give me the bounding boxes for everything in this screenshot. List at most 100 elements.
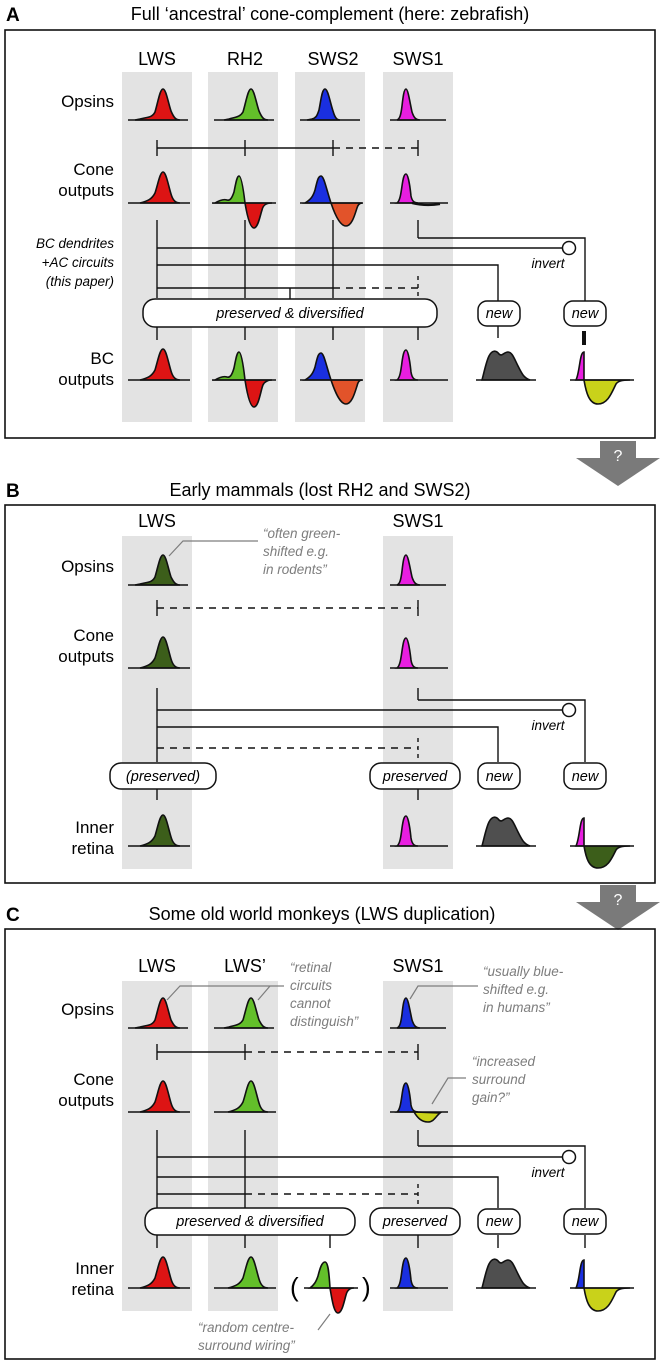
pill-new-1-label: new — [486, 769, 514, 785]
bc-rh2-surround — [244, 379, 273, 408]
pill-preserved-diversified-label: preserved & diversified — [215, 306, 364, 322]
opsin-curves — [128, 88, 446, 121]
opsin-lws-curve — [134, 88, 181, 121]
output-drops — [156, 327, 419, 340]
row-label-outputs: outputs — [58, 181, 114, 200]
invert-label: invert — [531, 718, 565, 733]
svg-text:“retinal: “retinal — [290, 960, 332, 975]
column-label-lws: LWS — [138, 511, 176, 531]
row-label-opsins: Opsins — [61, 1000, 114, 1019]
pill-preserved-right-label: preserved — [382, 1214, 448, 1230]
pill-preserved-right-label: preserved — [382, 769, 448, 785]
pill-new-1: new — [477, 762, 521, 790]
cone-coupling — [156, 140, 419, 156]
svg-text:gain?”: gain?” — [472, 1090, 510, 1105]
svg-text:“random centre-: “random centre- — [198, 1320, 295, 1335]
annotation-leader — [168, 540, 258, 557]
invert-label: invert — [531, 1165, 565, 1180]
bc-sws2-center — [302, 352, 333, 381]
panel-b: B Early mammals (lost RH2 and SWS2) LWS … — [4, 480, 656, 884]
svg-text:circuits: circuits — [290, 978, 332, 993]
panel-c-letter: C — [6, 905, 20, 926]
row-label-inner: Inner — [75, 1259, 114, 1278]
pill-preserved-left-label: (preserved) — [126, 769, 200, 785]
svg-text:in humans”: in humans” — [483, 1000, 550, 1015]
panel-a-title: Full ‘ancestral’ cone-complement (here: … — [131, 4, 530, 24]
cone-coupling — [156, 1044, 419, 1060]
cone-output-rh2-center — [212, 175, 246, 204]
svg-text:surround: surround — [472, 1072, 526, 1087]
row-label-cone: Cone — [73, 626, 114, 645]
cone-output-curves — [128, 1080, 448, 1123]
invert-node — [561, 1149, 577, 1165]
cone-output-curves — [128, 171, 448, 229]
circuit-note-2: +AC circuits — [42, 255, 115, 270]
column-bands — [122, 72, 453, 422]
panel-c-frame — [4, 928, 656, 1360]
pill-new-1: new — [477, 300, 521, 327]
circuit-note-1: BC dendrites — [36, 236, 114, 251]
svg-text:distinguish”: distinguish” — [290, 1014, 359, 1029]
bc-rh2-center — [212, 351, 246, 381]
row-label-bc-outputs: outputs — [58, 370, 114, 389]
column-label-sws1: SWS1 — [392, 956, 443, 976]
circuit-wiring — [156, 220, 586, 338]
invert-node — [561, 702, 577, 718]
pill-new-2: new — [563, 1208, 607, 1235]
panel-c-title: Some old world monkeys (LWS duplication) — [149, 904, 496, 924]
panel-b-letter: B — [6, 481, 20, 502]
bc-new-inverted-surround — [583, 379, 631, 405]
transition-arrow-2-label: ? — [614, 892, 623, 909]
pill-preserved-right: preserved — [369, 762, 461, 790]
pill-preserved-diversified: preserved & diversified — [142, 298, 438, 328]
panel-b-title: Early mammals (lost RH2 and SWS2) — [169, 480, 470, 500]
opsin-curves — [128, 554, 446, 586]
row-label-outputs: outputs — [58, 1091, 114, 1110]
paren-open: ( — [290, 1272, 299, 1302]
row-label-retina: retina — [71, 839, 114, 858]
annotation-circuits: “retinal circuits cannot distinguish” — [166, 960, 359, 1029]
panel-b-frame — [4, 504, 656, 884]
cone-output-curves — [128, 636, 448, 669]
opsin-sws1-curve — [396, 88, 421, 121]
pill-new-2: new — [563, 762, 607, 790]
annotation-green-shifted-1: “often green- — [263, 526, 341, 541]
pill-new-1: new — [477, 1208, 521, 1235]
cone-output-sws1 — [394, 173, 419, 204]
row-label-retina: retina — [71, 1280, 114, 1299]
pill-preserved-diversified-label: preserved & diversified — [175, 1214, 324, 1230]
cone-output-lws — [139, 171, 181, 204]
pill-new-2: new — [563, 300, 607, 327]
annotation-blue-shifted: “usually blue- shifted e.g. in humans” — [409, 964, 564, 1015]
opsin-sws2-curve — [306, 88, 341, 121]
cone-output-rh2-surround — [244, 202, 273, 229]
cone-output-sws2-center — [302, 175, 333, 204]
column-bands — [122, 981, 453, 1311]
row-label-outputs: outputs — [58, 647, 114, 666]
pill-new-2-label: new — [572, 306, 600, 322]
panel-a-letter: A — [6, 5, 20, 26]
annotation-random-wiring: “random centre- surround wiring” — [198, 1313, 331, 1353]
pill-preserved-right: preserved — [369, 1207, 461, 1236]
svg-text:“increased: “increased — [472, 1054, 536, 1069]
transition-arrow-1: ? — [576, 441, 660, 486]
pill-preserved-diversified: preserved & diversified — [144, 1207, 356, 1236]
bc-output-curves — [128, 348, 634, 408]
pill-new-2-label: new — [572, 1214, 600, 1230]
column-label-lws-prime: LWS’ — [224, 956, 266, 976]
column-label-sws1: SWS1 — [392, 511, 443, 531]
cone-coupling — [156, 600, 419, 616]
row-label-opsins: Opsins — [61, 557, 114, 576]
invert-label: invert — [531, 256, 565, 271]
row-label-cone: Cone — [73, 1070, 114, 1089]
pill-preserved-left: (preserved) — [109, 762, 217, 790]
circuit-wiring — [156, 688, 586, 800]
bc-sws1 — [394, 349, 419, 381]
invert-node — [561, 240, 577, 256]
bc-new-broad — [480, 350, 531, 381]
transition-arrow-2: ? — [576, 885, 660, 930]
row-label-opsins: Opsins — [61, 92, 114, 111]
svg-text:shifted e.g.: shifted e.g. — [483, 982, 549, 997]
bc-new-inverted-center — [574, 351, 585, 381]
svg-text:cannot: cannot — [290, 996, 332, 1011]
